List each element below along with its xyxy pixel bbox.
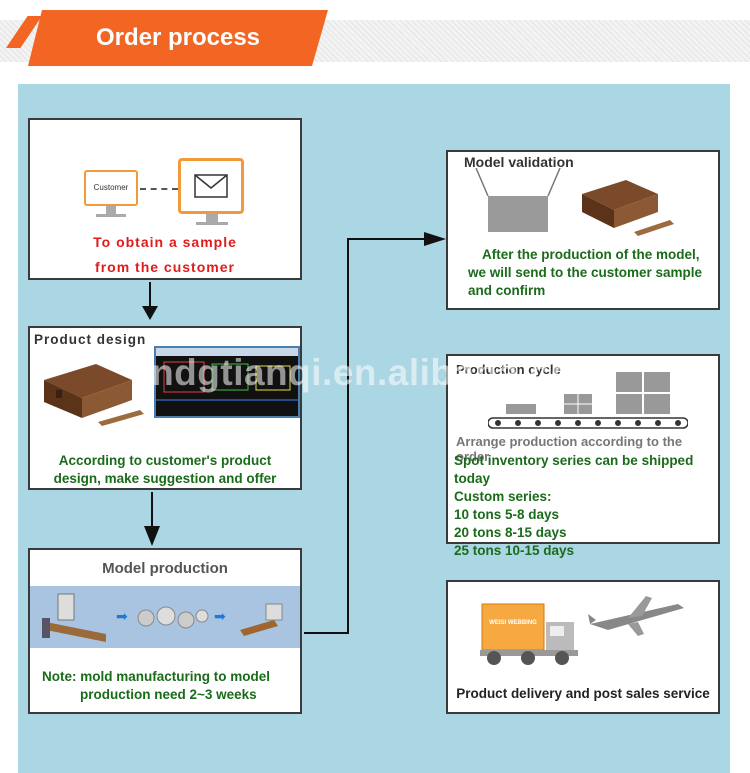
airplane-icon — [588, 596, 684, 636]
model-production-line-2: production need 2~3 weeks — [80, 687, 257, 702]
sample-line-1: To obtain a sample — [93, 234, 237, 250]
arrow-sample-to-design — [149, 282, 151, 310]
cycle-line-5: 20 tons 8-15 days — [454, 525, 567, 540]
truck-icon — [480, 603, 578, 665]
cad-toolbar — [156, 348, 298, 356]
cycle-text: Spot inventory series can be shipped tod… — [454, 452, 718, 560]
envelope-icon — [194, 174, 228, 198]
production-strip: ➡ ➡ — [30, 586, 300, 648]
profile-sample-icon — [240, 603, 283, 636]
email-monitor-base — [196, 222, 228, 225]
model-production-line-1: Note: mold manufacturing to model — [42, 669, 270, 684]
monitor-base — [96, 214, 126, 217]
step-validation-box: Model validation After the production of… — [446, 150, 720, 310]
screen-frame-icon — [475, 168, 561, 232]
header-tab — [28, 10, 328, 66]
watermark: cndgtianqi.en.alibaba.com — [130, 352, 608, 393]
design-title: Product design — [34, 332, 147, 347]
arrow-head-right-icon — [424, 232, 446, 246]
design-line-1: According to customer's product — [58, 453, 272, 468]
wood-profile-icon — [582, 180, 674, 236]
connector-horizontal-bottom — [304, 632, 349, 634]
model-production-text: Note: mold manufacturing to model produc… — [30, 668, 300, 704]
wood-profile-icon — [44, 364, 144, 426]
cycle-line-1: Arrange production according to the orde… — [456, 434, 683, 464]
model-production-title: Model production — [102, 560, 228, 577]
step-design-box: Product design According to customer's p… — [28, 326, 302, 490]
email-monitor-icon — [178, 158, 244, 214]
validation-line-3: and confirm — [468, 283, 546, 298]
cad-drawing-icon — [156, 361, 298, 401]
customer-monitor-icon: Customer — [84, 170, 138, 206]
cycle-line-6: 25 tons 10-15 days — [454, 543, 575, 558]
arrow-right-icon: ➡ — [116, 608, 128, 624]
arrow-design-to-production — [151, 492, 153, 528]
monitor-stand — [106, 206, 116, 214]
cycle-line-4: 10 tons 5-8 days — [454, 507, 560, 522]
arrow-right-icon: ➡ — [214, 608, 226, 624]
arrow-head-down-icon — [142, 306, 158, 320]
cad-screenshot — [154, 346, 300, 418]
delivery-caption: Product delivery and post sales service — [456, 686, 710, 701]
step-delivery-box: WEISI WEBBING Product delivery and post … — [446, 580, 720, 714]
step-cycle-box: Production cycle Arrange production acco… — [446, 354, 720, 558]
design-line-2: design, make suggestion and offer — [53, 471, 277, 486]
step-sample-box: Customer To obtain a sample from the cus… — [28, 118, 302, 280]
extruder-icon — [42, 593, 106, 642]
connector-vertical — [347, 238, 349, 634]
dashed-link — [140, 188, 178, 190]
mold-parts-icon — [137, 606, 209, 629]
conveyor-icon — [488, 372, 688, 429]
validation-title: Model validation — [464, 154, 574, 170]
cycle-line-2: Spot inventory series can be shipped tod… — [454, 453, 694, 486]
email-monitor-stand — [206, 214, 218, 222]
design-text: According to customer's product design, … — [30, 452, 300, 488]
validation-line-1: After the production of the model, — [482, 247, 700, 262]
validation-line-2: we will send to the customer sample — [468, 265, 703, 280]
connector-horizontal-top — [347, 238, 427, 240]
step-model-production-box: Model production ➡ ➡ Note: mold manufact… — [28, 548, 302, 714]
validation-text: After the production of the model, we wi… — [448, 246, 718, 300]
cycle-line-3: Custom series: — [454, 489, 552, 504]
sample-line-2: from the customer — [95, 259, 235, 275]
sample-text: To obtain a sample from the customer — [30, 230, 300, 280]
cycle-title: Production cycle — [456, 362, 561, 377]
truck-label: WEISI WEBBING — [489, 620, 537, 626]
page-title: Order process — [95, 24, 261, 51]
arrow-head-down-icon — [144, 526, 160, 546]
